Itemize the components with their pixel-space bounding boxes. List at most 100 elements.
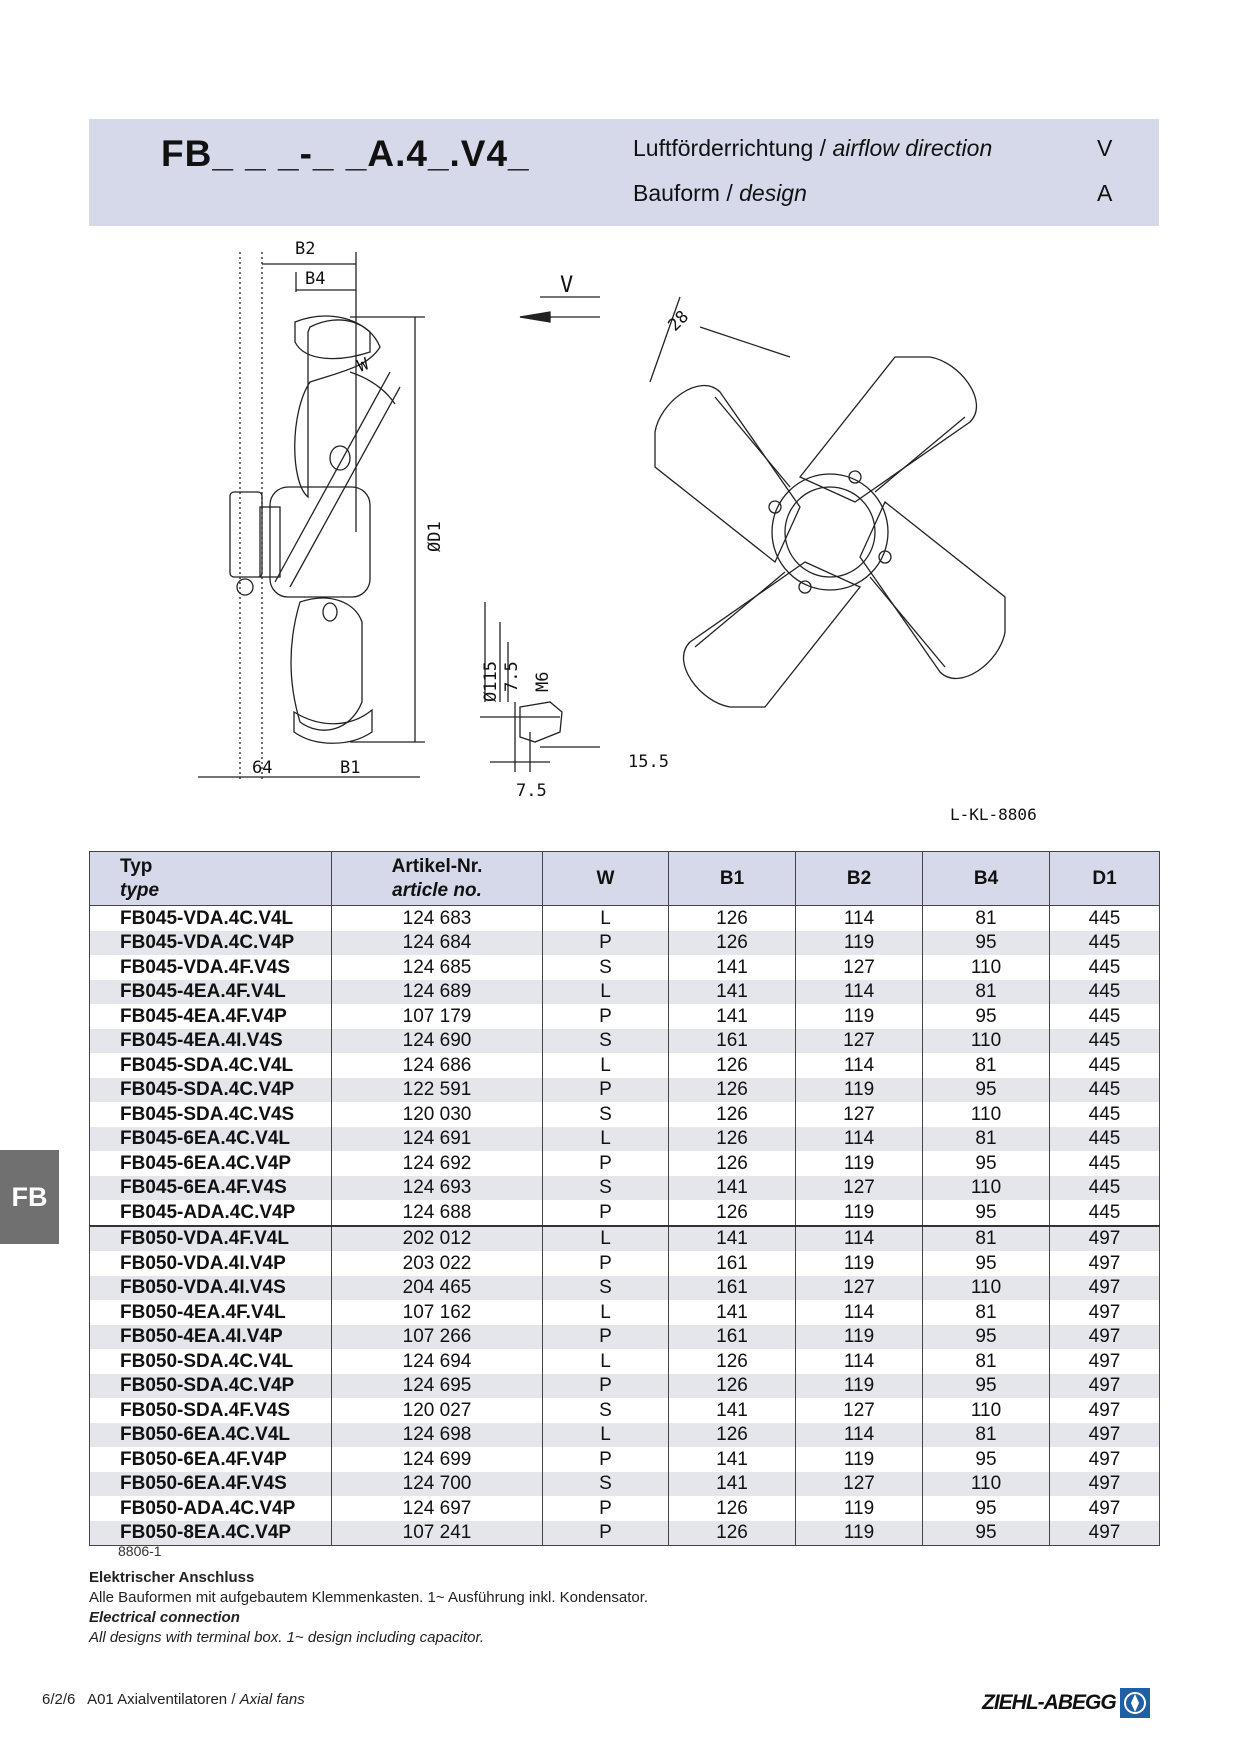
col-w: W [542, 851, 669, 906]
col-b4: B4 [922, 851, 1050, 906]
cell-type: FB045-4EA.4F.V4L [89, 979, 332, 1004]
cell-article: 122 591 [331, 1077, 543, 1102]
cell-b2: 127 [795, 1028, 923, 1053]
airflow-v-label: V [560, 273, 573, 298]
cell-b2: 114 [795, 1225, 923, 1251]
cell-b4: 81 [922, 1225, 1050, 1251]
brand-emblem-icon [1119, 1688, 1150, 1718]
dim-b4: B4 [305, 269, 325, 289]
cell-d1: 497 [1049, 1373, 1160, 1398]
section-de: A01 Axialventilatoren / [87, 1691, 236, 1708]
cell-d1: 445 [1049, 930, 1160, 955]
cell-w: S [542, 1471, 669, 1496]
cell-w: P [542, 1200, 669, 1227]
cell-type: FB050-SDA.4C.V4L [89, 1349, 332, 1374]
cell-article: 124 698 [331, 1422, 543, 1447]
cell-article: 124 685 [331, 955, 543, 980]
col-article: Artikel-Nr. article no. [331, 851, 543, 906]
cell-d1: 497 [1049, 1349, 1160, 1374]
cell-b1: 161 [668, 1251, 796, 1276]
cell-type: FB045-ADA.4C.V4P [89, 1200, 332, 1227]
cell-d1: 445 [1049, 1200, 1160, 1227]
cell-type: FB045-6EA.4F.V4S [89, 1175, 332, 1200]
brand-wordmark: ZIEHL-ABEGG [982, 1691, 1117, 1714]
design-label: Bauform / design [633, 180, 807, 207]
cell-b1: 126 [668, 1077, 796, 1102]
drawing-reference: L-KL-8806 [950, 805, 1037, 824]
dim-28: 28 [664, 307, 693, 336]
dim-w: W [355, 354, 372, 377]
page-footer: 6/2/6 A01 Axialventilatoren / Axial fans [42, 1691, 305, 1708]
airflow-label-en: airflow direction [832, 135, 993, 161]
cell-b4: 110 [922, 955, 1050, 980]
hub-detail [480, 602, 600, 772]
cell-w: P [542, 1077, 669, 1102]
cell-type: FB045-4EA.4I.V4S [89, 1028, 332, 1053]
cell-type: FB050-8EA.4C.V4P [89, 1520, 332, 1546]
cell-b4: 81 [922, 1300, 1050, 1325]
cell-b2: 119 [795, 1496, 923, 1521]
cell-type: FB045-VDA.4C.V4P [89, 930, 332, 955]
cell-type: FB050-6EA.4F.V4P [89, 1447, 332, 1472]
cell-b4: 81 [922, 1422, 1050, 1447]
brand-logo: ZIEHL-ABEGG [982, 1688, 1150, 1718]
cell-article: 124 690 [331, 1028, 543, 1053]
cell-b4: 81 [922, 1349, 1050, 1374]
cell-b4: 81 [922, 1126, 1050, 1151]
cell-w: L [542, 979, 669, 1004]
front-view [649, 296, 1006, 708]
cell-d1: 497 [1049, 1398, 1160, 1423]
design-value: A [1097, 180, 1113, 206]
cell-b1: 141 [668, 1398, 796, 1423]
cell-b4: 95 [922, 1004, 1050, 1029]
electrical-notes: Elektrischer Anschluss Alle Bauformen mi… [89, 1568, 648, 1648]
cell-type: FB050-ADA.4C.V4P [89, 1496, 332, 1521]
cell-w: P [542, 1324, 669, 1349]
cell-type: FB050-VDA.4I.V4S [89, 1275, 332, 1300]
cell-d1: 445 [1049, 955, 1160, 980]
airflow-direction-label: Luftförderrichtung / airflow direction [633, 135, 992, 162]
cell-b1: 126 [668, 1053, 796, 1078]
cell-b2: 127 [795, 955, 923, 980]
cell-b2: 114 [795, 1349, 923, 1374]
cell-article: 124 700 [331, 1471, 543, 1496]
section-tab: FB [0, 1150, 59, 1244]
notes-text-de: Alle Bauformen mit aufgebautem Klemmenka… [89, 1589, 649, 1606]
cell-type: FB050-SDA.4C.V4P [89, 1373, 332, 1398]
cell-b1: 141 [668, 1175, 796, 1200]
cell-w: P [542, 1004, 669, 1029]
cell-d1: 445 [1049, 1126, 1160, 1151]
cell-b4: 95 [922, 1447, 1050, 1472]
cell-d1: 497 [1049, 1275, 1160, 1300]
dim-15-5: 15.5 [628, 752, 669, 772]
cell-article: 204 465 [331, 1275, 543, 1300]
cell-b2: 119 [795, 1520, 923, 1546]
cell-d1: 497 [1049, 1422, 1160, 1447]
cell-b4: 110 [922, 1275, 1050, 1300]
cell-b1: 126 [668, 930, 796, 955]
cell-article: 124 695 [331, 1373, 543, 1398]
cell-b2: 119 [795, 1373, 923, 1398]
col-article-en: article no. [392, 879, 482, 901]
cell-b1: 126 [668, 1422, 796, 1447]
cell-b2: 119 [795, 1447, 923, 1472]
cell-d1: 497 [1049, 1496, 1160, 1521]
cell-b1: 126 [668, 905, 796, 931]
cell-b4: 95 [922, 1200, 1050, 1227]
cell-d1: 497 [1049, 1471, 1160, 1496]
cell-d1: 497 [1049, 1324, 1160, 1349]
cell-w: S [542, 1398, 669, 1423]
cell-w: P [542, 1447, 669, 1472]
